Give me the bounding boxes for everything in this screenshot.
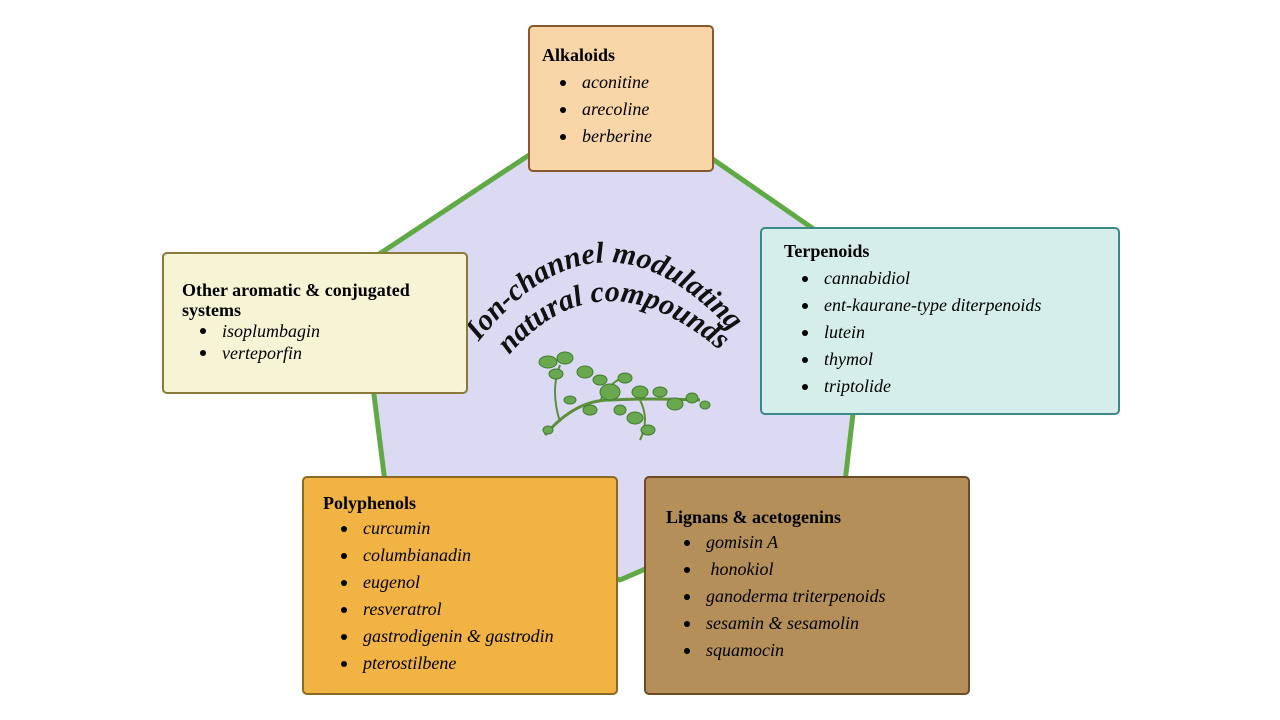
compound-item: thymol xyxy=(802,346,1108,373)
compound-item: sesamin & sesamolin xyxy=(684,610,958,637)
compound-item: honokiol xyxy=(684,556,958,583)
compound-item: ganoderma triterpenoids xyxy=(684,583,958,610)
compound-item: columbianadin xyxy=(341,542,606,569)
category-box-terpenoids: Terpenoids cannabidiol ent-kaurane-type … xyxy=(760,227,1120,415)
category-box-polyphenols: Polyphenols curcumin columbianadin eugen… xyxy=(302,476,618,695)
compound-item: lutein xyxy=(802,319,1108,346)
compound-item: aconitine xyxy=(560,69,702,96)
compound-list: curcumin columbianadin eugenol resveratr… xyxy=(323,515,606,677)
category-box-lignans: Lignans & acetogenins gomisin A honokiol… xyxy=(644,476,970,695)
compound-item: berberine xyxy=(560,123,702,150)
category-title: Other aromatic & conjugated systems xyxy=(182,280,410,320)
compound-item: pterostilbene xyxy=(341,650,606,677)
compound-item: ent-kaurane-type diterpenoids xyxy=(802,292,1108,319)
compound-item: verteporfin xyxy=(200,342,456,364)
category-box-other-aromatic: Other aromatic & conjugated systems isop… xyxy=(162,252,468,394)
compound-item: arecoline xyxy=(560,96,702,123)
compound-item: squamocin xyxy=(684,637,958,664)
compound-item: gastrodigenin & gastrodin xyxy=(341,623,606,650)
compound-list: isoplumbagin verteporfin xyxy=(182,320,456,364)
compound-item: isoplumbagin xyxy=(200,320,456,342)
plant-sprig-icon xyxy=(538,351,711,441)
compound-item: cannabidiol xyxy=(802,265,1108,292)
compound-item: resveratrol xyxy=(341,596,606,623)
compound-list: gomisin A honokiol ganoderma triterpenoi… xyxy=(666,529,958,664)
category-title: Lignans & acetogenins xyxy=(666,507,842,527)
compound-list: aconitine arecoline berberine xyxy=(542,69,702,150)
compound-list: cannabidiol ent-kaurane-type diterpenoid… xyxy=(784,265,1108,400)
category-title: Terpenoids xyxy=(784,241,870,261)
category-title: Polyphenols xyxy=(323,493,417,513)
category-title: Alkaloids xyxy=(542,45,616,65)
compound-item: curcumin xyxy=(341,515,606,542)
compound-item: triptolide xyxy=(802,373,1108,400)
compound-item: gomisin A xyxy=(684,529,958,556)
category-box-alkaloids: Alkaloids aconitine arecoline berberine xyxy=(528,25,714,172)
compound-item: eugenol xyxy=(341,569,606,596)
